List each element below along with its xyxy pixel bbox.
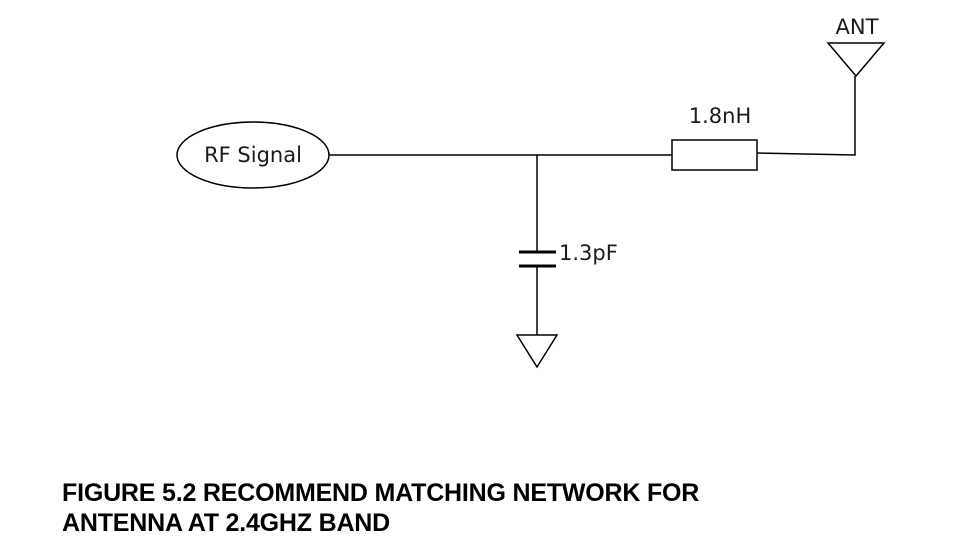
ground-icon	[515, 334, 559, 369]
figure-caption-line1: FIGURE 5.2 RECOMMEND MATCHING NETWORK FO…	[62, 479, 700, 507]
antenna-label: ANT	[836, 15, 879, 39]
capacitor-label: 1.3pF	[559, 241, 618, 265]
antenna-feed-wire	[756, 76, 856, 156]
inductor-label: 1.8nH	[689, 104, 752, 128]
antenna-icon	[826, 42, 886, 78]
rf-signal-label: RF Signal	[204, 143, 302, 167]
figure-caption-line2: ANTENNA AT 2.4GHZ BAND	[62, 509, 391, 537]
figure-caption: FIGURE 5.2 RECOMMEND MATCHING NETWORK FO…	[62, 478, 922, 538]
inductor-component	[671, 139, 758, 171]
